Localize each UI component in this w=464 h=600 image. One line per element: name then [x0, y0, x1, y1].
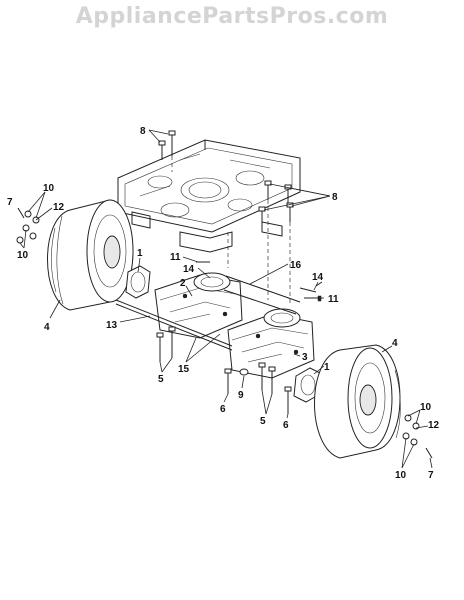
bolts-8-right — [227, 180, 294, 306]
callout-15: 15 — [178, 364, 190, 375]
left-wheel — [47, 199, 134, 311]
callout-6: 6 — [220, 404, 226, 415]
callout-13: 13 — [106, 320, 118, 331]
watermark: AppliancePartsPros.com — [75, 4, 389, 29]
frame-chassis — [117, 139, 301, 253]
callout-4: 4 — [392, 338, 398, 349]
callout-10: 10 — [420, 402, 432, 413]
callout-14: 14 — [183, 264, 195, 275]
callout-2: 2 — [180, 278, 186, 289]
callout-10: 10 — [17, 250, 29, 261]
callout-11: 11 — [170, 252, 181, 263]
callout-12: 12 — [428, 420, 440, 431]
leader-lines — [19, 129, 433, 469]
callout-16: 16 — [290, 260, 302, 271]
callout-9: 9 — [238, 390, 244, 401]
callout-12: 12 — [53, 202, 65, 213]
callout-14: 14 — [312, 272, 324, 283]
right-wheel-hardware — [402, 414, 433, 459]
callout-1: 1 — [137, 248, 143, 259]
small-hardware-right — [196, 261, 323, 302]
drive-belt — [223, 275, 301, 315]
left-wheel-hardware — [16, 207, 40, 244]
callout-8: 8 — [140, 126, 146, 137]
bottom-bolts — [156, 326, 292, 414]
callout-5: 5 — [260, 416, 266, 427]
left-transaxle — [154, 272, 243, 339]
callout-7: 7 — [428, 470, 434, 481]
callout-1: 1 — [324, 362, 330, 373]
callout-5: 5 — [158, 374, 164, 385]
callout-6: 6 — [283, 420, 289, 431]
callout-7: 7 — [7, 197, 13, 208]
callout-10: 10 — [43, 183, 55, 194]
callout-3: 3 — [302, 352, 308, 363]
right-wheel — [314, 344, 401, 459]
callout-labels: 8 8 7 10 12 10 1 11 14 16 14 11 2 4 13 1… — [7, 126, 440, 481]
callout-4: 4 — [44, 322, 50, 333]
callout-11: 11 — [328, 294, 339, 305]
callout-8: 8 — [332, 192, 338, 203]
bolts-8-top — [158, 130, 176, 172]
callout-10: 10 — [395, 470, 407, 481]
